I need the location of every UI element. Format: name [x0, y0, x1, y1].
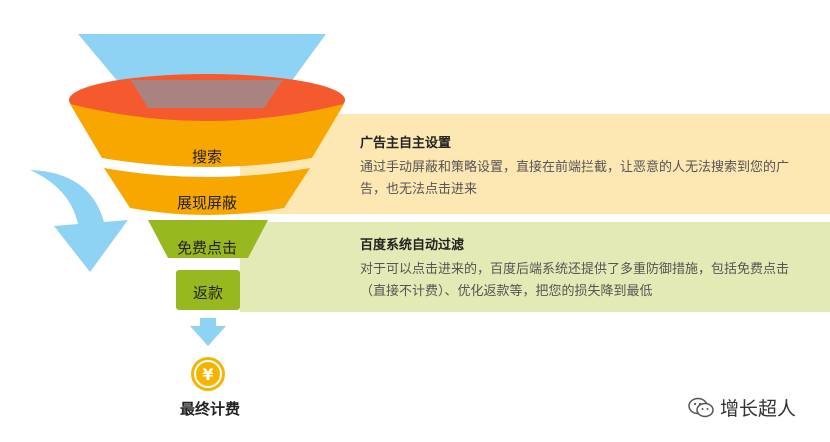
panel-band-system — [240, 222, 830, 312]
funnel-stage-search — [70, 104, 344, 167]
panel-title-system: 百度系统自动过滤 — [360, 238, 465, 253]
panel-text-advertiser: 通过手动屏蔽和策略设置，直接在前端拦截，让恶意的人无法搜索到您的广告，也无法点击… — [360, 160, 790, 197]
funnel-label-refund: 返款 — [192, 284, 223, 302]
funnel-stage-block — [104, 168, 310, 215]
panel-title-advertiser: 广告主自主设置 — [360, 136, 452, 151]
wechat-icon — [688, 397, 714, 417]
coin-icon-inner — [194, 360, 222, 388]
curved-arrow-icon — [30, 170, 128, 272]
funnel-label-block: 展现屏蔽 — [176, 194, 237, 212]
funnel-label-search: 搜索 — [191, 148, 222, 166]
final-billing-label: 最终计费 — [179, 400, 240, 418]
funnel-label-free-click: 免费点击 — [176, 239, 237, 257]
watermark-text: 增长超人 — [720, 398, 797, 420]
down-arrow-icon — [190, 318, 226, 346]
coin-icon-symbol: ¥ — [202, 365, 213, 384]
watermark: 增长超人 — [688, 394, 796, 421]
panel-text-system: 对于可以点击进来的，百度后端系统还提供了多重防御措施，包括免费点击（直接不计费）… — [360, 262, 790, 299]
funnel-stage-free-click — [148, 220, 268, 258]
panel-band-advertiser — [240, 114, 830, 214]
funnel-stage-refund — [176, 270, 240, 310]
funnel-rim-overlap — [131, 80, 283, 108]
